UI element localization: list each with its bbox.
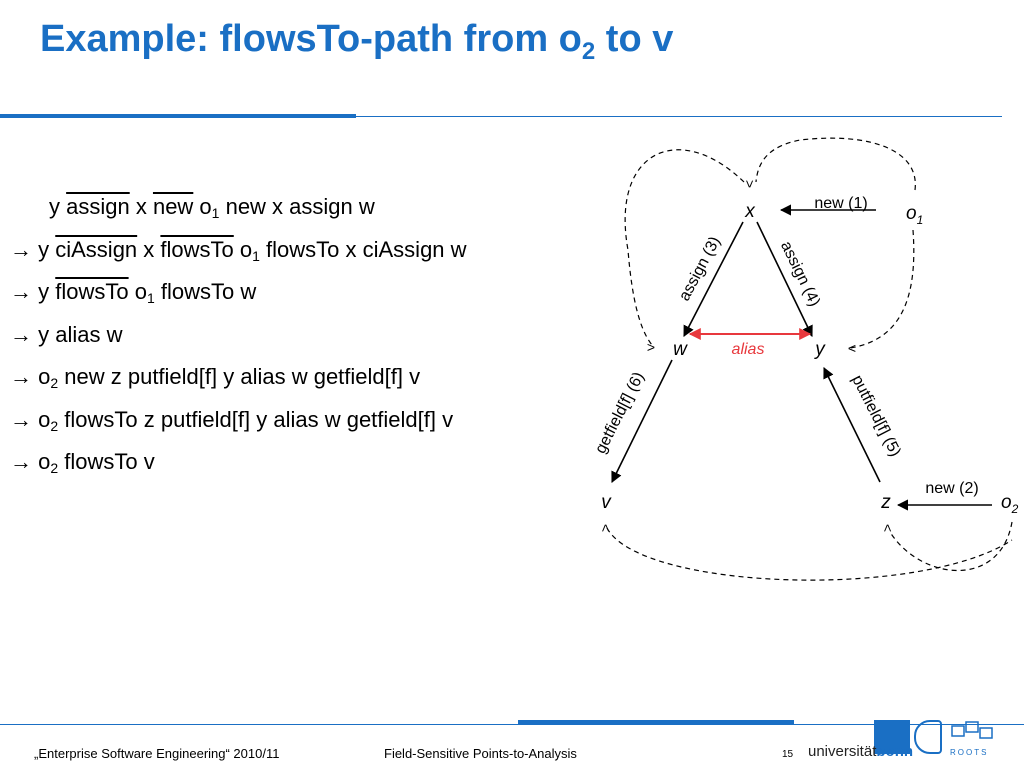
label-new2: new (2): [925, 480, 978, 497]
derivation-line-3: → y flowsTo o1 flowsTo w: [10, 279, 257, 306]
dashed-curve-v-to-o2: [606, 527, 1013, 581]
node-z: z: [880, 492, 891, 513]
node-x: x: [744, 201, 756, 222]
label-alias: alias: [732, 341, 765, 358]
dashed-curve-o1-to-y: [849, 229, 915, 349]
label-putfield5: putfield[f] (5): [848, 372, 904, 459]
roots-logo-icon: [951, 721, 993, 739]
roots-logo-label: ROOTS: [950, 748, 989, 757]
edge-getfield6: [611, 359, 673, 484]
footer-rule-thin: [0, 724, 1024, 725]
university-logo-text: universitätbonn: [808, 743, 914, 760]
label-new1: new (1): [814, 195, 867, 212]
dashed-arrowhead-v: <: [598, 524, 614, 532]
edge-putfield5: [823, 366, 881, 483]
derivation-list: y assign x new o1 new x assign w → y ciA…: [10, 186, 620, 484]
dashed-curve-x-to-w: [624, 149, 745, 346]
dashed-arrowhead-y: <: [848, 340, 856, 356]
footer-topic: Field-Sensitive Points-to-Analysis: [384, 746, 577, 761]
node-v: v: [601, 492, 612, 513]
footer-rule-thick: [518, 720, 794, 724]
derivation-line-6: → o2 flowsTo z putfield[f] y alias w get…: [10, 406, 454, 434]
dashed-arrowhead-w: >: [647, 339, 655, 355]
derivation-line-1: y assign x new o1 new x assign w: [49, 194, 375, 221]
node-o1: o1: [906, 203, 923, 227]
dashed-curve-o2-to-z: [889, 521, 1013, 571]
derivation-line-7: → o2 flowsTo v: [10, 449, 155, 476]
edge-assign4: [756, 221, 813, 338]
label-getfield6: getfield[f] (6): [592, 369, 648, 456]
university-logo-mark: [874, 720, 910, 754]
node-o2: o2: [1001, 492, 1019, 516]
derivation-line-4: → y alias w: [10, 321, 123, 347]
university-logo-seal: [914, 720, 942, 754]
derivation-line-5: → o2 new z putfield[f] y alias w getfiel…: [10, 364, 421, 391]
derivation-line-2: → y ciAssign x flowsTo o1 flowsTo x ciAs…: [10, 236, 467, 264]
footer-page-number: 15: [782, 749, 794, 760]
dashed-arrowhead-z: <: [880, 524, 896, 532]
dashed-curve-o1-to-x: [755, 137, 916, 191]
node-y: y: [813, 339, 826, 360]
node-w: w: [673, 339, 688, 360]
dashed-arrowhead-x: >: [742, 180, 758, 188]
title-underline-thin: [356, 116, 1002, 117]
edge-assign3: [683, 221, 744, 337]
slide-title: Example: flowsTo-path from o2 to v: [40, 18, 674, 65]
label-assign3: assign (3): [676, 234, 724, 304]
label-assign4: assign (4): [777, 239, 823, 310]
footer-course: „Enterprise Software Engineering“ 2010/1…: [34, 746, 280, 761]
title-underline-thick: [0, 114, 356, 118]
